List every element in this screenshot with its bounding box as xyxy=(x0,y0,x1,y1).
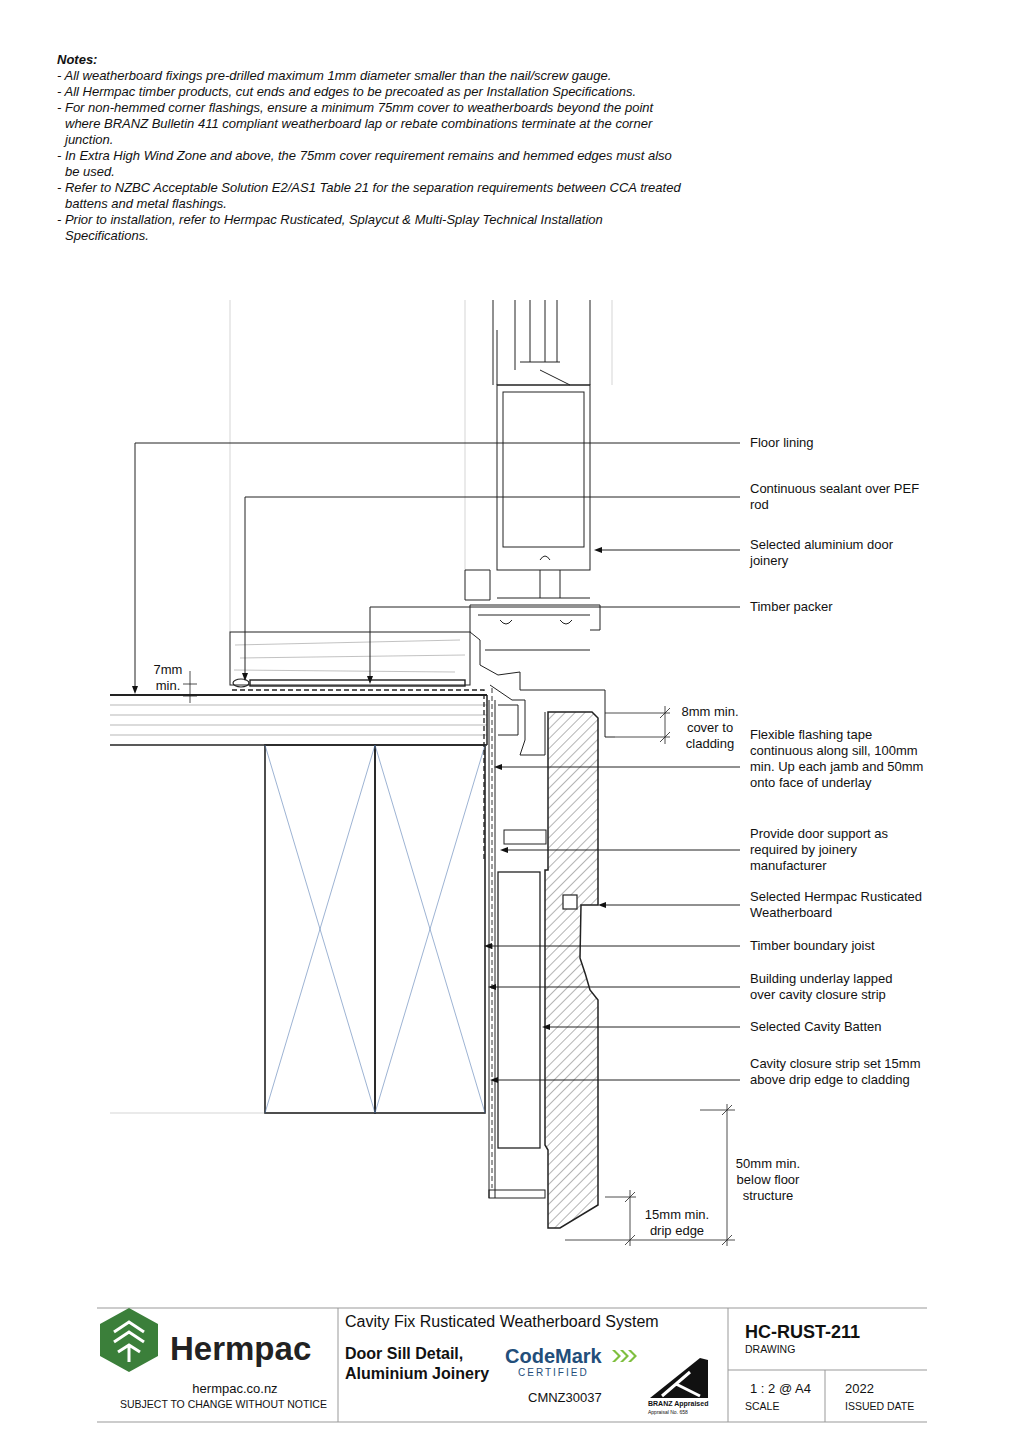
dimension-label: 50mm min. below floor structure xyxy=(732,1156,804,1204)
title-block-text: CMNZ30037 xyxy=(528,1390,628,1406)
callout-label: Selected Hermpac Rusticated Weatherboard xyxy=(750,889,925,921)
callout-label: Cavity closure strip set 15mm above drip… xyxy=(750,1056,925,1088)
note-text: - All weatherboard fixings pre-drilled m… xyxy=(57,68,705,84)
callout-label: Floor lining xyxy=(750,435,950,451)
note-text: - Refer to NZBC Acceptable Solution E2/A… xyxy=(57,180,700,212)
title-block-text: HC-RUST-211 xyxy=(745,1321,925,1343)
callout-label: Selected aluminium door joinery xyxy=(750,537,925,569)
title-block-text: 2022 xyxy=(845,1381,920,1397)
callout-label: Flexible flashing tape continuous along … xyxy=(750,727,930,791)
note-text: - Prior to installation, refer to Hermpa… xyxy=(57,212,670,244)
title-block-text: SCALE xyxy=(745,1400,820,1413)
dimension-label: 15mm min. drip edge xyxy=(637,1207,717,1239)
note-text: Notes: xyxy=(57,52,257,68)
title-block-text: Hermpac xyxy=(170,1329,330,1370)
title-block-text: hermpac.co.nz xyxy=(160,1381,310,1397)
note-text: - All Hermpac timber products, cut ends … xyxy=(57,84,705,100)
dimension-label: 8mm min. cover to cladding xyxy=(672,704,748,752)
title-block-text: CodeMark xyxy=(505,1344,615,1369)
title-block-text: DRAWING xyxy=(745,1343,845,1356)
note-text: - In Extra High Wind Zone and above, the… xyxy=(57,148,675,180)
callout-label: Provide door support as required by join… xyxy=(750,826,915,874)
title-block-text: Cavity Fix Rusticated Weatherboard Syste… xyxy=(345,1312,725,1332)
callout-label: Building underlay lapped over cavity clo… xyxy=(750,971,920,1003)
dimension-label: 7mm min. xyxy=(150,662,186,694)
title-block-text: CERTIFIED xyxy=(518,1367,618,1379)
title-block-text: 1 : 2 @ A4 xyxy=(750,1381,825,1397)
drawing-title: Door Sill Detail, Aluminium Joinery xyxy=(345,1344,495,1383)
callout-label: Timber packer xyxy=(750,599,950,615)
note-text: - For non-hemmed corner flashings, ensur… xyxy=(57,100,687,148)
title-block-text: ISSUED DATE xyxy=(845,1400,925,1413)
title-block-text: BRANZ Appraised xyxy=(648,1400,718,1409)
callout-label: Continuous sealant over PEF rod xyxy=(750,481,920,513)
callout-label: Selected Cavity Batten xyxy=(750,1019,950,1035)
title-block-text: SUBJECT TO CHANGE WITHOUT NOTICE xyxy=(120,1398,360,1411)
callout-label: Timber boundary joist xyxy=(750,938,950,954)
title-block-text: Appraisal No. 658 xyxy=(648,1409,718,1415)
